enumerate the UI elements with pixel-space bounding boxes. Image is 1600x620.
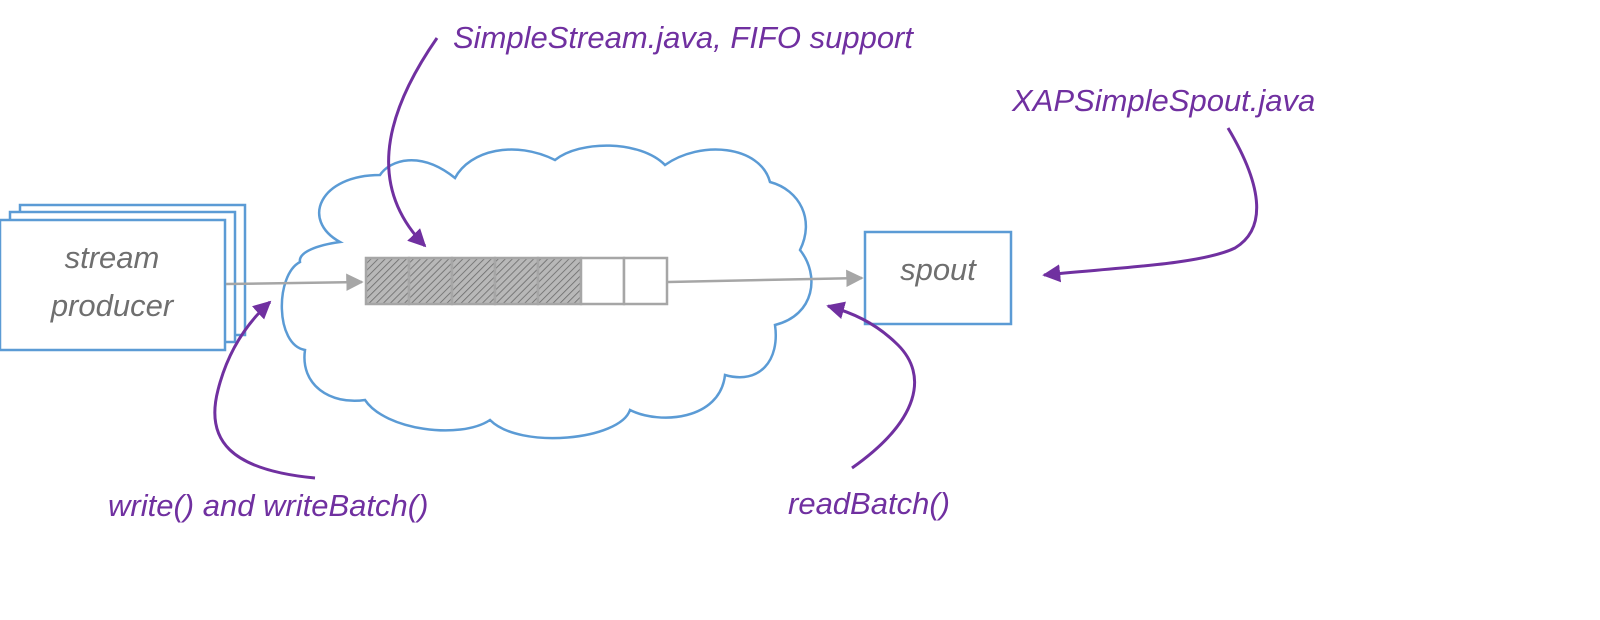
spout-box (863, 230, 1013, 326)
annotation-write-arrow (213, 300, 316, 480)
spout-label: spout (900, 252, 977, 287)
annotation-xap-spout-arrow (1042, 127, 1259, 283)
annotation-read: readBatch() (788, 301, 950, 521)
producer-label-line1: stream (65, 240, 160, 275)
queue-slot-empty (622, 256, 669, 306)
annotation-xap-spout: XAPSimpleSpout.java (1011, 83, 1315, 283)
annotation-simple-stream-text: SimpleStream.java, FIFO support (453, 20, 914, 55)
annotation-xap-spout-text: XAPSimpleSpout.java (1011, 83, 1315, 118)
flow-arrow-queue-to-spout (667, 269, 864, 288)
queue-slot-empty (579, 256, 626, 306)
annotation-write-text: write() and writeBatch() (108, 488, 428, 523)
queue-slot-filled (536, 256, 583, 306)
annotation-read-text: readBatch() (788, 486, 950, 521)
annotation-simple-stream: SimpleStream.java, FIFO support (387, 20, 914, 248)
queue-slot-filled (407, 256, 454, 306)
producer-box-front (0, 218, 227, 352)
annotation-read-arrow (826, 301, 917, 470)
stream-producer: stream producer (0, 203, 247, 352)
queue-slot-filled (493, 256, 540, 306)
annotation-simple-stream-arrow (387, 37, 439, 248)
fifo-queue (364, 256, 669, 306)
flow-arrow-producer-to-queue (225, 273, 364, 291)
spout: spout (863, 230, 1013, 326)
queue-slot-filled (450, 256, 497, 306)
annotation-write: write() and writeBatch() (108, 300, 428, 523)
queue-slot-filled (364, 256, 411, 306)
producer-label-line2: producer (50, 288, 175, 323)
